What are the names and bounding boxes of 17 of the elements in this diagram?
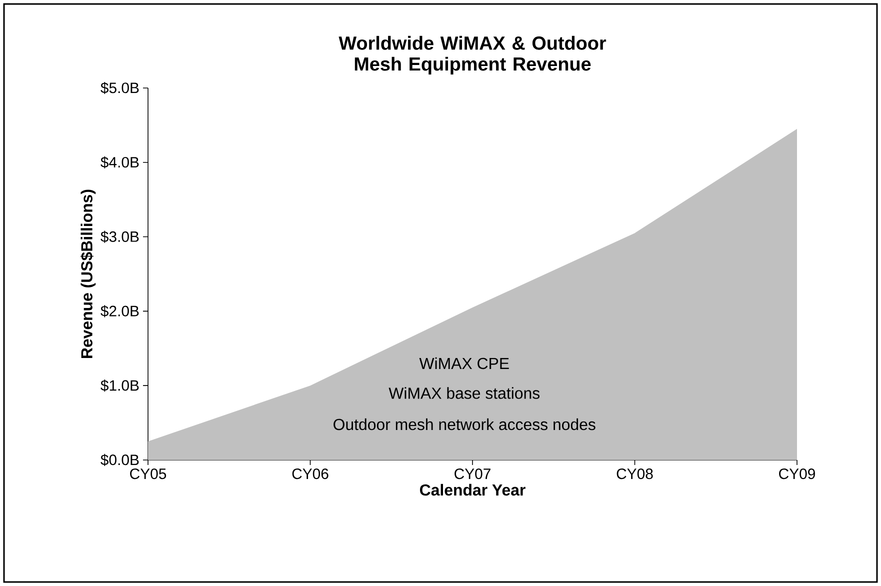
x-tick-label: CY09 — [779, 468, 815, 480]
x-tick-label: CY05 — [130, 468, 166, 480]
x-tick-label: CY06 — [292, 468, 328, 480]
x-tick-label: CY08 — [616, 468, 653, 480]
y-tick-label: $3.0B — [100, 230, 139, 243]
annotation: WiMAX base stations — [388, 387, 540, 399]
x-axis-title: Calendar Year — [420, 484, 526, 496]
y-tick-label: $5.0B — [100, 82, 139, 94]
chart-title: Worldwide WiMAX & Outdoor Mesh Equipment Revenue — [338, 36, 606, 74]
y-tick-label: $1.0B — [100, 380, 139, 392]
y-tick-label: $4.0B — [100, 156, 139, 168]
annotation: WiMAX CPE — [419, 357, 509, 370]
y-axis-title: Revenue (US$Billions) — [80, 190, 96, 358]
annotation: Outdoor mesh network access nodes — [334, 418, 596, 430]
y-tick-label: $0.0B — [100, 454, 139, 466]
y-tick-label: $2.0B — [100, 305, 139, 318]
x-tick-label: CY07 — [454, 468, 490, 480]
